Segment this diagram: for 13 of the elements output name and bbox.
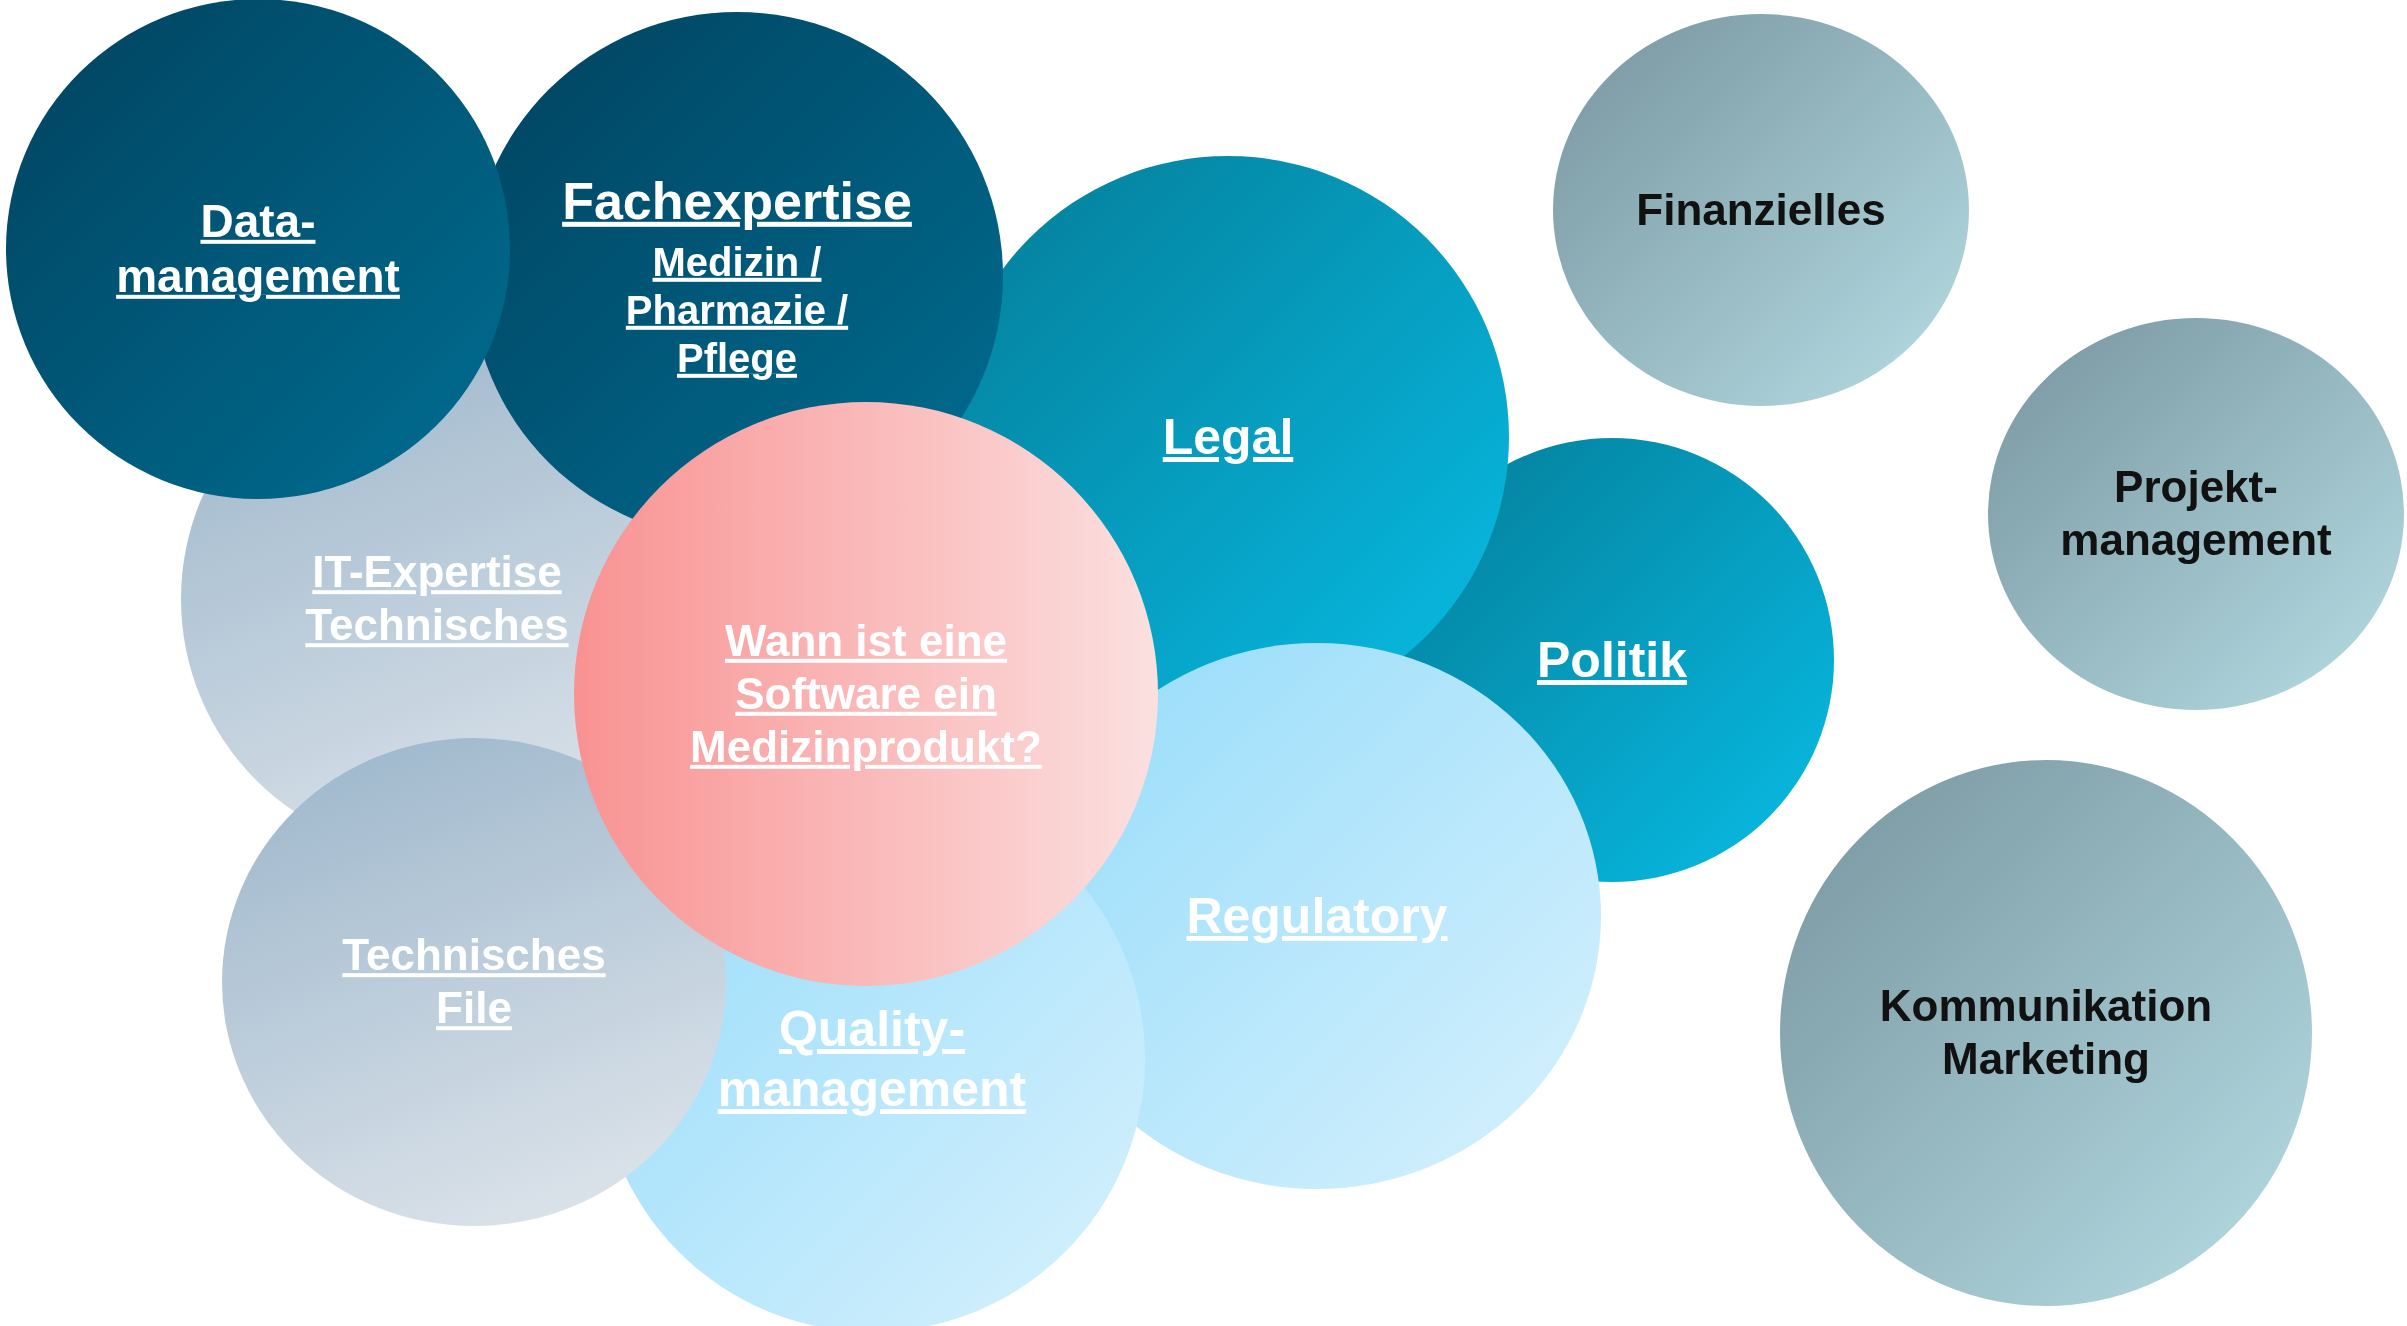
topic-label: Projekt- management [2059, 461, 2333, 566]
topic-label: Technisches File [341, 929, 607, 1034]
topic-label: Quality- management [716, 1000, 1028, 1119]
topic-label: Legal [1162, 408, 1294, 467]
topic-label: Kommunikation Marketing [1878, 980, 2214, 1085]
topic-label: IT-Expertise Technisches [304, 546, 570, 651]
topic-label: Wann ist eine Software ein Medizinprodukt? [689, 614, 1043, 773]
topic-label: Fachexpertise [562, 170, 912, 232]
topic-label: Politik [1537, 631, 1687, 690]
topic-label: Finanzielles [1636, 183, 1886, 236]
topic-label: Data- management [115, 193, 401, 304]
topic-label: Regulatory [1186, 887, 1448, 946]
topic-subtitle: Medizin / Pharmazie / Pflege [624, 239, 850, 383]
